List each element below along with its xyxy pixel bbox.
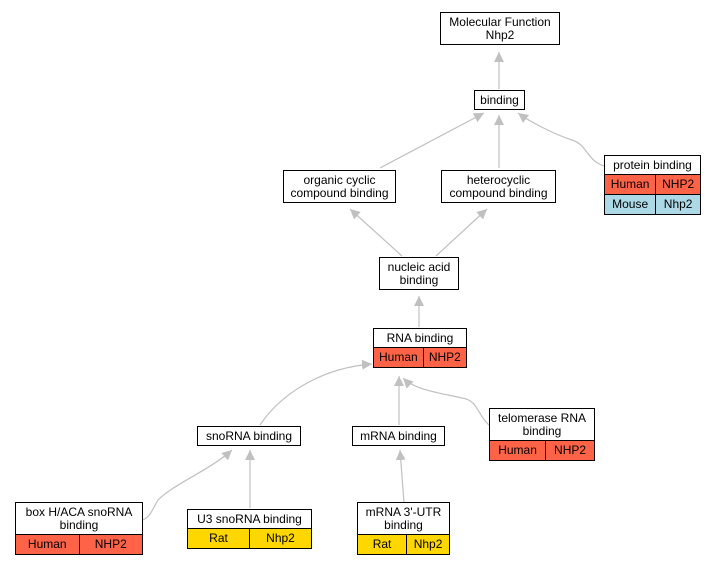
node-title: mRNA binding [360,429,437,443]
node-title: Molecular Function Nhp2 [449,15,551,42]
species-cell: Human [16,535,79,554]
node-title: snoRNA binding [205,429,293,443]
gene-cell: Nhp2 [249,529,311,548]
node-title: telomerase RNA binding [497,411,587,438]
edge-utr-to-mrna [395,449,406,504]
node-title: binding [480,93,519,107]
annotation-row: Human NHP2 [490,440,594,460]
edge-nucleic-to-ocb [349,208,403,257]
species-cell: Human [374,348,423,367]
gene-cell: NHP2 [78,535,142,554]
node-molecular-function[interactable]: Molecular Function Nhp2 [440,12,560,45]
gene-cell: NHP2 [545,441,594,460]
annotation-row: Rat Nhp2 [188,528,311,548]
node-mrna-3utr-binding[interactable]: mRNA 3'-UTR binding Rat Nhp2 [357,502,450,555]
node-heterocyclic-compound-binding[interactable]: heterocyclic compound binding [441,170,556,203]
node-telomerase-rna-binding[interactable]: telomerase RNA binding Human NHP2 [489,408,595,461]
species-cell: Human [490,441,546,460]
node-title: nucleic acid binding [387,260,451,287]
species-cell: Rat [358,535,407,554]
node-title: protein binding [613,158,692,172]
node-title: box H/ACA snoRNA binding [25,505,133,532]
edge-nucleic-to-hcb [435,208,488,257]
species-cell: Human [605,175,656,194]
annotation-row: Mouse Nhp2 [605,194,700,214]
gene-cell: Nhp2 [655,195,700,214]
node-title: heterocyclic compound binding [449,173,548,200]
gene-cell: NHP2 [422,348,466,367]
edge-ocb-to-binding [379,112,485,169]
node-rna-binding[interactable]: RNA binding Human NHP2 [373,328,467,368]
annotation-row: Rat Nhp2 [358,534,449,554]
species-cell: Mouse [605,195,656,214]
edge-boxhaca-to-snorna [141,449,233,521]
edge-snorna-to-rna [259,359,373,426]
node-snorna-binding[interactable]: snoRNA binding [197,426,301,446]
gene-cell: NHP2 [655,175,700,194]
node-binding[interactable]: binding [474,90,525,110]
node-title: U3 snoRNA binding [197,512,302,526]
species-cell: Rat [188,529,249,548]
node-box-haca-snorna-binding[interactable]: box H/ACA snoRNA binding Human NHP2 [15,502,143,555]
edge-protein-to-binding [517,112,605,167]
node-protein-binding[interactable]: protein binding Human NHP2 Mouse Nhp2 [604,155,701,215]
annotation-row: Human NHP2 [605,174,700,194]
node-title: RNA binding [386,331,454,345]
node-u3-snorna-binding[interactable]: U3 snoRNA binding Rat Nhp2 [187,509,312,549]
gene-cell: Nhp2 [406,535,449,554]
node-nucleic-acid-binding[interactable]: nucleic acid binding [379,257,459,290]
node-title: organic cyclic compound binding [290,173,389,200]
node-title: mRNA 3'-UTR binding [365,505,442,532]
node-mrna-binding[interactable]: mRNA binding [352,426,445,446]
annotation-row: Human NHP2 [374,347,466,367]
edge-telomerase-to-rna [402,377,490,426]
annotation-row: Human NHP2 [16,534,142,554]
node-organic-cyclic-compound-binding[interactable]: organic cyclic compound binding [283,170,396,203]
